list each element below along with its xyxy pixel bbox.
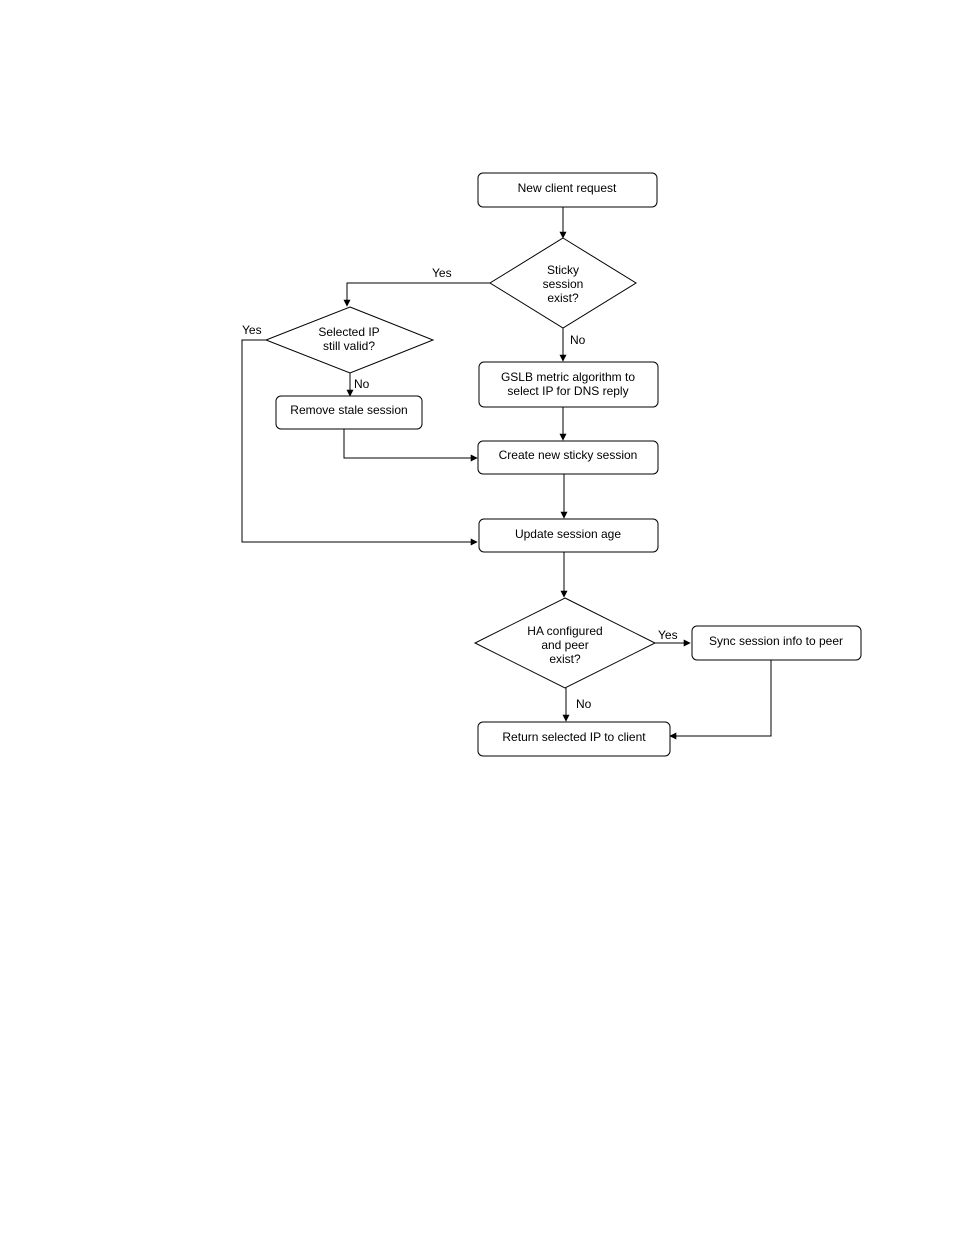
node-text: Create new sticky session [499, 448, 638, 462]
node-new-client-request: New client request [478, 173, 657, 207]
node-text: Sticky [547, 263, 579, 277]
node-gslb-metric: GSLB metric algorithm to select IP for D… [479, 362, 658, 407]
edge-sticky-yes [347, 283, 490, 306]
node-return-selected-ip: Return selected IP to client [478, 722, 670, 756]
node-update-session-age: Update session age [479, 519, 658, 552]
node-text: New client request [518, 181, 617, 195]
decision-sticky-session-exist: Sticky session exist? [490, 238, 636, 328]
node-text: and peer [541, 638, 588, 652]
label-ha-no: No [576, 697, 592, 711]
label-valid-no: No [354, 377, 370, 391]
decision-selected-ip-valid: Selected IP still valid? [266, 307, 433, 373]
node-text: still valid? [323, 339, 375, 353]
edge-sync-to-return [670, 660, 771, 736]
label-sticky-yes: Yes [432, 266, 452, 280]
node-sync-session-peer: Sync session info to peer [692, 626, 861, 660]
label-ha-yes: Yes [658, 628, 678, 642]
node-text: Selected IP [318, 325, 379, 339]
label-sticky-no: No [570, 333, 586, 347]
node-create-sticky-session: Create new sticky session [478, 441, 658, 474]
node-text: Return selected IP to client [502, 730, 646, 744]
node-text: Sync session info to peer [709, 634, 843, 648]
node-text: exist? [549, 652, 581, 666]
node-remove-stale-session: Remove stale session [276, 396, 422, 429]
edge-remove-to-create [344, 429, 477, 458]
edge-valid-yes [242, 340, 477, 542]
node-text: exist? [547, 291, 579, 305]
node-text: GSLB metric algorithm to [501, 370, 635, 384]
decision-ha-configured: HA configured and peer exist? [475, 598, 655, 688]
node-text: Update session age [515, 527, 621, 541]
node-text: select IP for DNS reply [507, 384, 628, 398]
node-text: HA configured [527, 624, 602, 638]
node-text: session [543, 277, 584, 291]
label-valid-yes: Yes [242, 323, 262, 337]
node-text: Remove stale session [290, 403, 407, 417]
